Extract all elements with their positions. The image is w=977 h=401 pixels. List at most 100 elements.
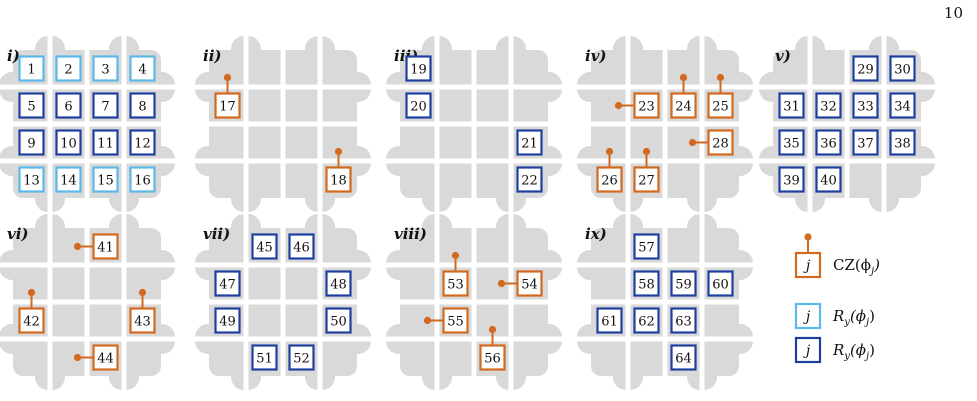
gate-index: 14 bbox=[60, 174, 77, 189]
legend-label: CZ(ϕj) bbox=[833, 256, 880, 277]
cz-gate-box: 28 bbox=[688, 129, 734, 156]
cz-control-dot bbox=[642, 147, 651, 168]
panel-label: ix) bbox=[585, 225, 607, 243]
legend-symbol: j bbox=[803, 309, 811, 325]
ry-gate-box: 39 bbox=[778, 166, 805, 193]
gate-index: 35 bbox=[783, 137, 800, 152]
gate-index: 37 bbox=[857, 137, 874, 152]
cz-gate-box: 53 bbox=[442, 251, 469, 297]
gate-index: 55 bbox=[447, 315, 464, 330]
gate-index: 63 bbox=[675, 315, 692, 330]
ry-gate-box: 16 bbox=[129, 166, 156, 193]
gate-index: 17 bbox=[219, 100, 236, 115]
cz-gate-box: 54 bbox=[497, 270, 543, 297]
ry-gate-box: 30 bbox=[889, 55, 916, 82]
cz-gate-box: 44 bbox=[73, 344, 119, 371]
ry-gate-box: 13 bbox=[18, 166, 45, 193]
ry-gate-box: 57 bbox=[633, 233, 660, 260]
ry-gate-box: 35 bbox=[778, 129, 805, 156]
qubit-grid bbox=[575, 34, 755, 214]
ry-gate-box: 40 bbox=[815, 166, 842, 193]
gate-index: 44 bbox=[97, 352, 114, 367]
gate-index: 53 bbox=[447, 278, 464, 293]
cz-control-dot bbox=[334, 147, 343, 168]
gate-index: 9 bbox=[27, 137, 35, 152]
gate-index: 34 bbox=[894, 100, 911, 115]
ry-gate-box: 4 bbox=[129, 55, 156, 82]
gate-index: 1 bbox=[27, 63, 35, 78]
gate-index: 58 bbox=[638, 278, 655, 293]
gate-index: 2 bbox=[64, 63, 72, 78]
gate-index: 52 bbox=[293, 352, 310, 367]
cz-control-dot bbox=[605, 147, 614, 168]
cz-gate-box: 26 bbox=[596, 147, 623, 193]
ry-gate-box: 31 bbox=[778, 92, 805, 119]
cz-gate-box: 17 bbox=[214, 73, 241, 119]
gate-index: 46 bbox=[293, 241, 310, 256]
cz-control-dot bbox=[73, 242, 94, 251]
cz-gate-box: 18 bbox=[325, 147, 352, 193]
ry-gate-box: 46 bbox=[288, 233, 315, 260]
cz-gate-box: 43 bbox=[129, 288, 156, 334]
gate-index: 60 bbox=[712, 278, 729, 293]
ry-gate-box: 20 bbox=[405, 92, 432, 119]
ry-gate-box: 32 bbox=[815, 92, 842, 119]
gate-index: 23 bbox=[638, 100, 655, 115]
ry-gate-box: 9 bbox=[18, 129, 45, 156]
ry-gate-box: 63 bbox=[670, 307, 697, 334]
gate-index: 22 bbox=[521, 174, 538, 189]
gate-index: 64 bbox=[675, 352, 692, 367]
panel-label: i) bbox=[7, 47, 20, 65]
gate-index: 27 bbox=[638, 174, 655, 189]
gate-index: 49 bbox=[219, 315, 236, 330]
ry-gate-box: 37 bbox=[852, 129, 879, 156]
ry-gate-box: 58 bbox=[633, 270, 660, 297]
gate-index: 5 bbox=[27, 100, 35, 115]
gate-index: 41 bbox=[97, 241, 114, 256]
cz-control-dot bbox=[73, 353, 94, 362]
gate-index: 8 bbox=[138, 100, 146, 115]
cz-control-dot bbox=[27, 288, 36, 309]
page-number: 10 bbox=[943, 4, 963, 22]
gate-index: 21 bbox=[521, 137, 538, 152]
ry-gate-box: 7 bbox=[92, 92, 119, 119]
ry-gate-box: 1 bbox=[18, 55, 45, 82]
ry-gate-box: 47 bbox=[214, 270, 241, 297]
gate-index: 13 bbox=[23, 174, 40, 189]
cz-control-dot bbox=[488, 325, 497, 346]
ry-gate-box: 11 bbox=[92, 129, 119, 156]
gate-index: 51 bbox=[256, 352, 273, 367]
ry-gate-box: 38 bbox=[889, 129, 916, 156]
gate-index: 42 bbox=[23, 315, 40, 330]
cz-control-dot bbox=[497, 279, 518, 288]
ry-gate-box: 59 bbox=[670, 270, 697, 297]
cz-control-dot bbox=[716, 73, 725, 94]
ry-gate-box: 6 bbox=[55, 92, 82, 119]
gate-index: 48 bbox=[330, 278, 347, 293]
gate-index: 18 bbox=[330, 174, 347, 189]
ry-gate-box: 51 bbox=[251, 344, 278, 371]
ry-gate-box: 60 bbox=[707, 270, 734, 297]
gate-index: 57 bbox=[638, 241, 655, 256]
ry-gate-box: 52 bbox=[288, 344, 315, 371]
gate-index: 12 bbox=[134, 137, 151, 152]
ry-gate-box: 64 bbox=[670, 344, 697, 371]
panel-label: v) bbox=[775, 47, 791, 65]
cz-gate-box: 41 bbox=[73, 233, 119, 260]
ry-gate-box: 50 bbox=[325, 307, 352, 334]
cz-gate-box: 25 bbox=[707, 73, 734, 119]
ry-gate-box: 5 bbox=[18, 92, 45, 119]
gate-index: 26 bbox=[601, 174, 618, 189]
gate-index: 6 bbox=[64, 100, 72, 115]
gate-index: 33 bbox=[857, 100, 874, 115]
panel-label: iv) bbox=[585, 47, 607, 65]
ry-gate-box: 34 bbox=[889, 92, 916, 119]
gate-index: 31 bbox=[783, 100, 800, 115]
